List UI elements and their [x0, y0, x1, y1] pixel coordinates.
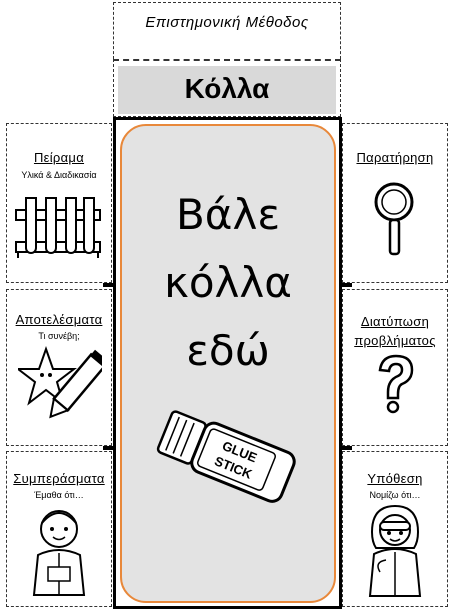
- title-box: [113, 2, 341, 59]
- flap-problem[interactable]: [342, 289, 448, 446]
- glue-label-box: [113, 59, 341, 117]
- center-frame: [113, 117, 342, 609]
- glue-stick-icon: GLUE STICK: [156, 410, 296, 503]
- flap-subtitle: Νομίζω ότι…: [369, 490, 421, 500]
- glue-instruction-line2: κόλλα: [164, 258, 292, 307]
- girl-scientist-icon: [368, 504, 422, 597]
- glue-instruction-line1: Βάλε: [175, 190, 281, 239]
- glue-label: Κόλλα: [184, 73, 270, 104]
- flap-title: Πείραμα: [33, 150, 85, 165]
- flap-title: Αποτελέσματα: [15, 312, 103, 327]
- flap-subtitle: Έμαθα ότι…: [34, 490, 84, 500]
- flap-title: Συμπεράσματα: [13, 471, 105, 486]
- question-mark-icon: [378, 354, 414, 414]
- flap-title: Διατύπωση προβλήματος: [354, 314, 436, 348]
- flap-experiment[interactable]: [6, 123, 112, 283]
- page-title: Επιστημονική Μέθοδος: [145, 14, 309, 31]
- flap-subtitle: Τι συνέβη;: [38, 331, 80, 341]
- glue-instruction-line3: εδώ: [186, 326, 270, 375]
- magnifying-glass-icon: [374, 182, 414, 256]
- flap-subtitle: Υλικά & Διαδικασία: [21, 170, 97, 180]
- child-scientist-icon: [32, 510, 86, 596]
- frame-tick: [340, 283, 352, 287]
- flap-title: Υπόθεση: [367, 471, 423, 486]
- glue-area: [120, 124, 336, 603]
- flap-title: Παρατήρηση: [356, 150, 434, 165]
- frame-tick: [103, 446, 115, 450]
- star-pencil-icon: [18, 345, 102, 419]
- frame-tick: [340, 446, 352, 450]
- frame-tick: [103, 283, 115, 287]
- test-tubes-icon: [15, 197, 101, 258]
- glue-label-band: [118, 66, 336, 114]
